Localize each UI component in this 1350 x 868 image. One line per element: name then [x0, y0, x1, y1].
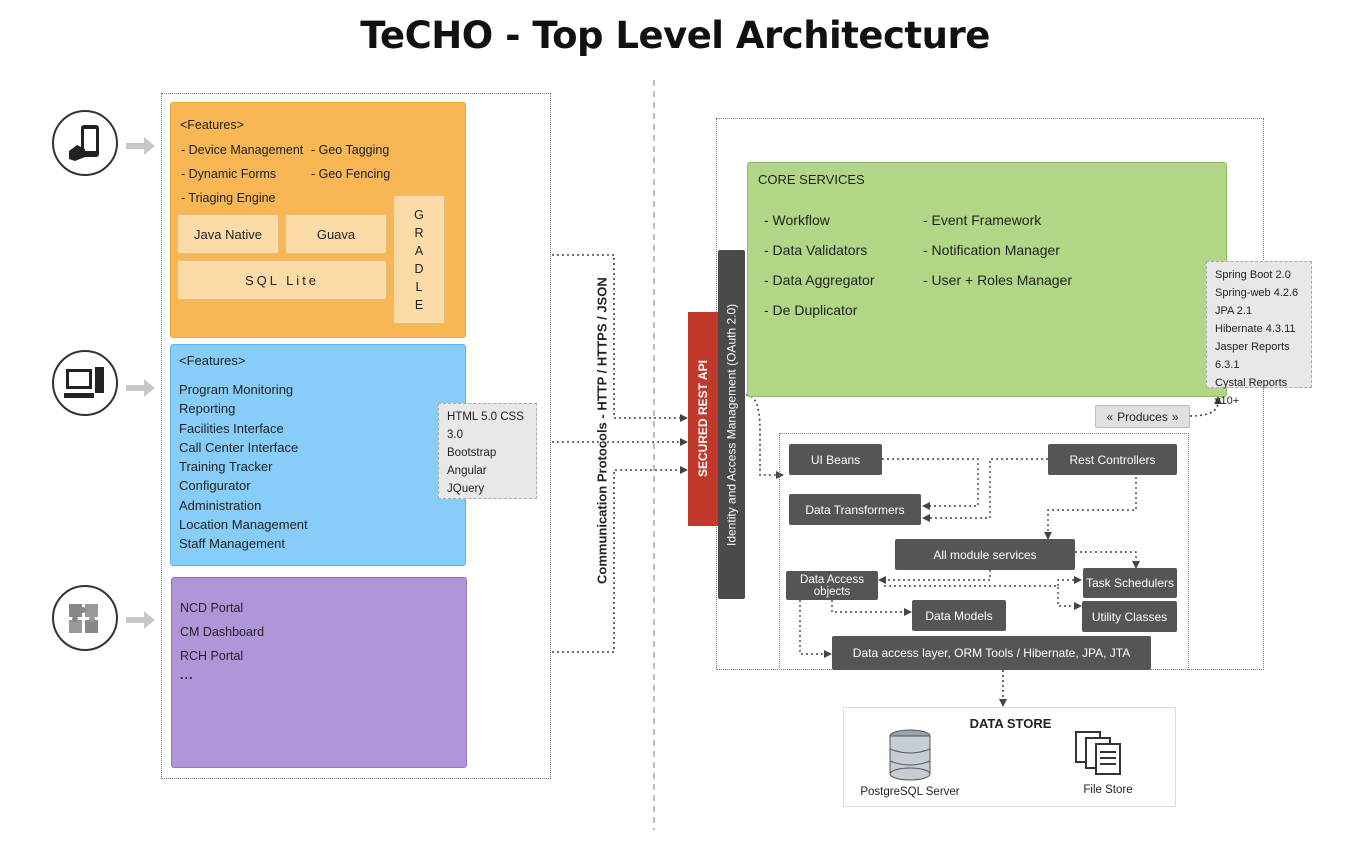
postgres-label: PostgreSQL Server	[860, 786, 960, 798]
data-access-layer-box: Data access layer, ORM Tools / Hibernate…	[832, 636, 1151, 670]
sql-lite-box: SQL Lite	[177, 260, 387, 300]
portal-item: ...	[180, 668, 194, 682]
data-access-objects-box: Data Access objects	[786, 571, 878, 600]
double-chevron-left-icon: «	[1106, 409, 1114, 424]
core-item: - Data Validators	[764, 242, 868, 258]
feature-item: Facilities Interface	[179, 420, 284, 436]
file-documents-icon	[1075, 731, 1121, 775]
mobile-device-icon	[52, 110, 118, 176]
all-module-services-box: All module services	[895, 539, 1075, 570]
feature-item: Call Center Interface	[179, 439, 299, 455]
feature-item: - Device Management	[181, 143, 304, 157]
portal-item: CM Dashboard	[180, 625, 265, 639]
feature-item: Program Monitoring	[179, 382, 294, 397]
backend-tech-stack: Spring Boot 2.0 Spring-web 4.2.6 JPA 2.1…	[1206, 261, 1312, 407]
file-store-label: File Store	[1083, 784, 1133, 796]
tech-item: Spring-web 4.2.6	[1215, 287, 1299, 299]
portals-panel: NCD Portal CM Dashboard RCH Portal ...	[171, 577, 467, 768]
arrow-right-icon	[126, 137, 155, 155]
ui-beans-box: UI Beans	[789, 444, 882, 475]
identity-access-bar: Identity and Access Management (OAuth 2.…	[718, 250, 745, 599]
puzzle-pieces-icon	[52, 585, 118, 651]
mobile-features-col2: - Geo Tagging - Geo Fencing	[311, 138, 390, 186]
feature-item: - Dynamic Forms	[181, 167, 277, 181]
web-tech-stack: HTML 5.0 CSS 3.0 Bootstrap Angular JQuer…	[438, 403, 537, 499]
mobile-features-col1: - Device Management - Dynamic Forms - Tr…	[181, 138, 303, 210]
tech-item: Hibernate 4.3.11	[1215, 323, 1296, 335]
arrow-right-icon	[126, 379, 155, 397]
communication-protocols-label: Communication Protocols - HTTP / HTTPS /…	[594, 277, 610, 585]
utility-classes-box: Utility Classes	[1082, 601, 1177, 632]
feature-item: Training Tracker	[179, 459, 273, 475]
produces-text: Produces	[1117, 409, 1168, 424]
feature-item: - Geo Fencing	[311, 167, 391, 181]
portal-item: RCH Portal	[180, 649, 244, 663]
database-icon	[889, 729, 931, 781]
portals-list: NCD Portal CM Dashboard RCH Portal ...	[180, 596, 264, 682]
guava-framework-box: Guava Framework	[285, 214, 387, 282]
page-title: TeCHO - Top Level Architecture	[360, 14, 990, 57]
gradle-box: GRADLE	[393, 195, 445, 324]
feature-item: Configurator	[179, 478, 251, 494]
portal-item: NCD Portal	[180, 601, 244, 615]
feature-item: - Triaging Engine	[181, 191, 276, 205]
java-native-box: Java Native	[177, 214, 279, 254]
modules-container	[779, 433, 1189, 670]
feature-item: Location Management	[179, 517, 308, 533]
data-models-box: Data Models	[912, 600, 1006, 631]
feature-item: Staff Management	[179, 536, 285, 552]
core-col1: - Workflow - Data Validators - Data Aggr…	[764, 205, 875, 325]
secured-rest-api-bar: SECURED REST API	[688, 312, 718, 526]
core-item: - De Duplicator	[764, 302, 858, 318]
core-item: - User + Roles Manager	[923, 272, 1073, 288]
core-item: - Workflow	[764, 212, 830, 228]
arrow-right-icon	[126, 611, 155, 629]
feature-item: Administration	[179, 497, 262, 513]
task-schedulers-box: Task Schedulers	[1083, 568, 1177, 598]
desktop-computer-icon	[52, 350, 118, 416]
data-store-panel: DATA STORE PostgreSQL Server File Store	[843, 707, 1176, 807]
produces-label: « Produces »	[1095, 405, 1190, 428]
gradle-label: GRADLE	[414, 208, 424, 312]
feature-item: Reporting	[179, 401, 236, 417]
tech-item: Angular	[447, 465, 487, 477]
feature-item: - Geo Tagging	[311, 143, 390, 157]
tech-item: Spring Boot 2.0	[1215, 269, 1291, 281]
web-app-panel: <Features> Program Monitoring Reporting …	[170, 344, 466, 566]
tech-item: Bootstrap	[447, 447, 497, 459]
web-features-heading: <Features>	[179, 353, 246, 368]
core-services-heading: CORE SERVICES	[758, 172, 865, 187]
tech-item: Cystal Reports v10+	[1215, 377, 1288, 407]
core-services-panel: CORE SERVICES - Workflow - Data Validato…	[747, 162, 1227, 397]
tech-item: Jasper Reports 6.3.1	[1215, 341, 1290, 371]
mobile-app-panel: <Features> - Device Management - Dynamic…	[170, 102, 466, 338]
web-features-list: Program Monitoring Reporting Facilities …	[179, 380, 308, 554]
rest-controllers-box: Rest Controllers	[1048, 444, 1177, 475]
client-apps-container	[161, 93, 551, 779]
double-chevron-right-icon: »	[1171, 409, 1179, 424]
tech-item: HTML 5.0 CSS 3.0	[447, 411, 524, 441]
tech-item: JQuery	[447, 483, 485, 495]
data-transformers-box: Data Transformers	[789, 494, 921, 525]
tech-item: JPA 2.1	[1215, 305, 1253, 317]
core-item: - Notification Manager	[923, 242, 1060, 258]
core-item: - Data Aggregator	[764, 272, 875, 288]
mobile-features-heading: <Features>	[180, 118, 244, 132]
data-store-heading: DATA STORE	[969, 716, 1052, 731]
core-col2: - Event Framework - Notification Manager…	[923, 205, 1072, 295]
core-item: - Event Framework	[923, 212, 1042, 228]
